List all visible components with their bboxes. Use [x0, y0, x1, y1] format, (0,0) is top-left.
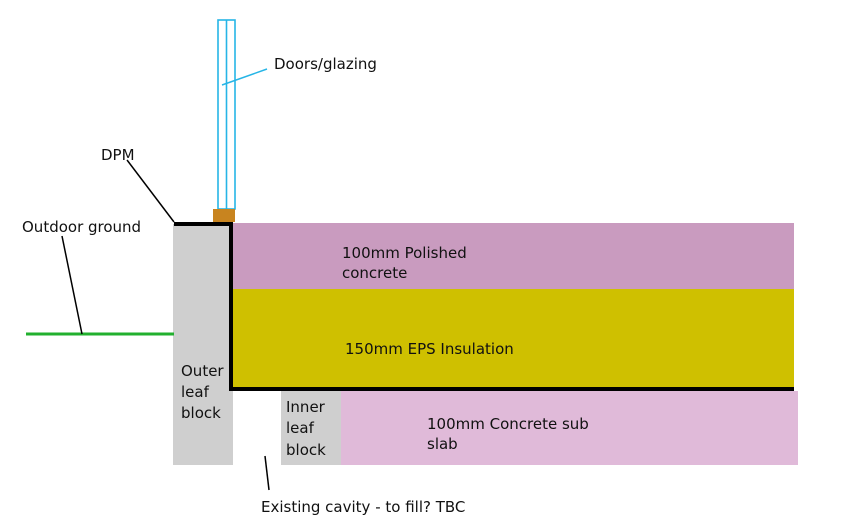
outer-leaf-label-line2: leaf: [181, 383, 210, 401]
outdoor-ground-label: Outdoor ground: [22, 218, 141, 236]
polished-concrete-label-line2: concrete: [342, 264, 407, 282]
dpm-leader: [126, 159, 175, 223]
sub-slab-layer: [340, 391, 798, 465]
cavity-label: Existing cavity - to fill? TBC: [261, 498, 465, 516]
glazing-leader: [221, 68, 268, 86]
outdoor-ground-leader: [61, 235, 83, 335]
inner-leaf-label-line1: Inner: [286, 398, 326, 416]
outer-leaf-label-line1: Outer: [181, 362, 224, 380]
sub-slab-label-line1: 100mm Concrete sub: [427, 415, 589, 433]
outer-leaf-label-line3: block: [181, 404, 221, 422]
inner-leaf-label-line3: block: [286, 441, 326, 459]
polished-concrete-layer: [233, 223, 794, 289]
threshold-block: [213, 209, 235, 222]
dpm-line: [174, 222, 794, 391]
polished-concrete-label-line1: 100mm Polished: [342, 244, 467, 262]
dpm-label: DPM: [101, 146, 135, 164]
glazing-icon: [217, 19, 236, 210]
inner-leaf-block: [281, 391, 341, 465]
glazing-label: Doors/glazing: [274, 55, 377, 73]
eps-insulation-label: 150mm EPS Insulation: [345, 340, 514, 358]
outer-leaf-block: [173, 224, 233, 465]
cavity-leader: [264, 455, 270, 491]
inner-leaf-label-line2: leaf: [286, 419, 315, 437]
sub-slab-label-line2: slab: [427, 435, 458, 453]
eps-insulation-layer: [233, 289, 794, 389]
